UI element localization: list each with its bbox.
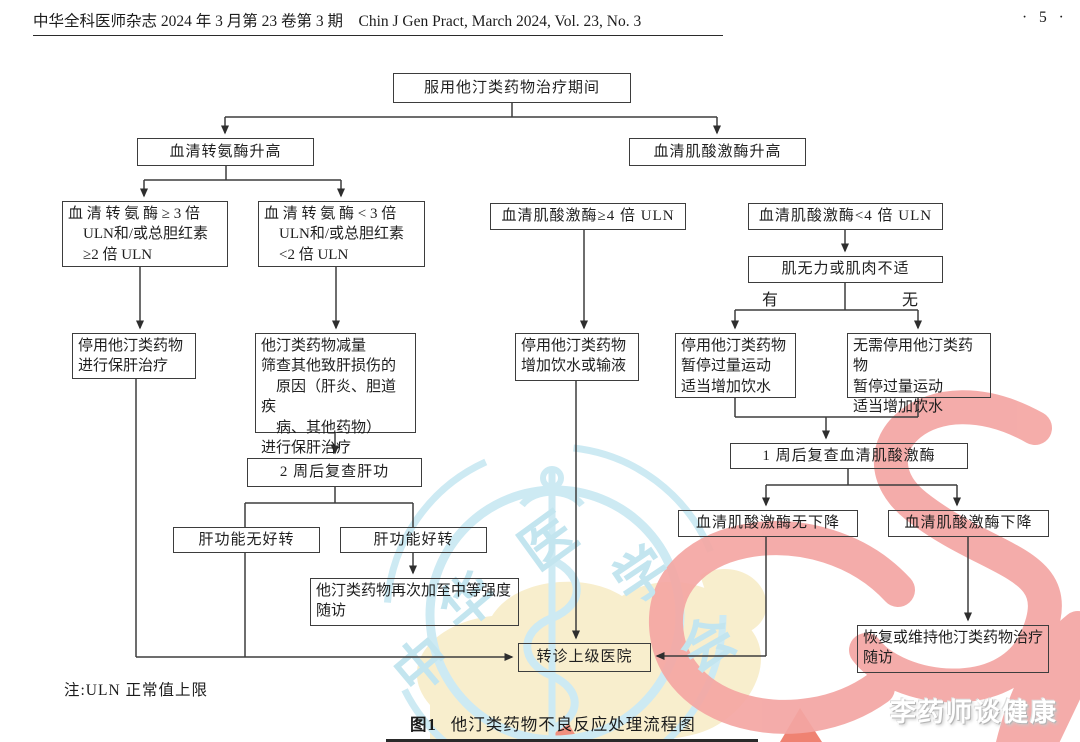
figure-caption: 图1 他汀类药物不良反应处理流程图	[410, 711, 696, 735]
node-stop-statin-exercise: 停用他汀类药物 暂停过量运动 适当增加饮水	[675, 333, 796, 398]
node-ck-decline: 血清肌酸激酶下降	[888, 510, 1049, 537]
figure-label: 图1	[410, 715, 437, 734]
figure-title: 他汀类药物不良反应处理流程图	[450, 715, 696, 734]
node-alt-elevated: 血清转氨酶升高	[137, 138, 314, 166]
page-number: · 5 ·	[1022, 9, 1068, 26]
node-no-stop-statin: 无需停用他汀类药物 暂停过量运动 适当增加饮水	[847, 333, 991, 415]
node-stop-statin-fluid: 停用他汀类药物 增加饮水或输液	[515, 333, 639, 381]
journal-header: 中华全科医师杂志 2024 年 3 月第 23 卷第 3 期 Chin J Ge…	[33, 9, 723, 36]
node-stop-statin-liver: 停用他汀类药物 进行保肝治疗	[72, 333, 196, 379]
node-start: 服用他汀类药物治疗期间	[393, 73, 631, 103]
node-refer-hospital: 转诊上级医院	[518, 643, 651, 672]
node-recheck-ck: 1 周后复查血清肌酸激酶	[730, 443, 968, 469]
node-liver-no-improve: 肝功能无好转	[173, 527, 320, 553]
node-alt-ge3uln: 血 清 转 氨 酶 ≥ 3 倍 ULN和/或总胆红素 ≥2 倍 ULN	[62, 201, 228, 267]
node-ck-lt4uln: 血清肌酸激酶<4 倍 ULN	[748, 203, 943, 230]
bottom-edge-bar	[386, 739, 758, 742]
node-muscle-symptom: 肌无力或肌肉不适	[748, 256, 943, 283]
figure-note: 注:ULN 正常值上限	[64, 682, 209, 699]
branch-label-no: 无	[902, 292, 919, 309]
node-re-titrate: 他汀类药物再次加至中等强度 随访	[310, 578, 519, 626]
node-ck-no-decline: 血清肌酸激酶无下降	[678, 510, 858, 537]
brand-watermark-text: 李药师谈健康	[889, 697, 1058, 727]
node-ck-ge4uln: 血清肌酸激酶≥4 倍 ULN	[490, 203, 686, 230]
branch-label-yes: 有	[762, 292, 779, 309]
node-alt-lt3uln: 血 清 转 氨 酶 < 3 倍 ULN和/或总胆红素 <2 倍 ULN	[258, 201, 425, 267]
node-recheck-liver: 2 周后复查肝功	[247, 458, 422, 487]
pink-script-watermark	[649, 390, 1080, 742]
node-reduce-statin: 他汀类药物减量 筛查其他致肝损伤的 原因（肝炎、胆道疾 病、其他药物） 进行保肝…	[255, 333, 416, 456]
node-ck-elevated: 血清肌酸激酶升高	[629, 138, 806, 166]
node-resume-statin: 恢复或维持他汀类药物治疗 随访	[857, 625, 1049, 673]
node-liver-improve: 肝功能好转	[340, 527, 487, 553]
